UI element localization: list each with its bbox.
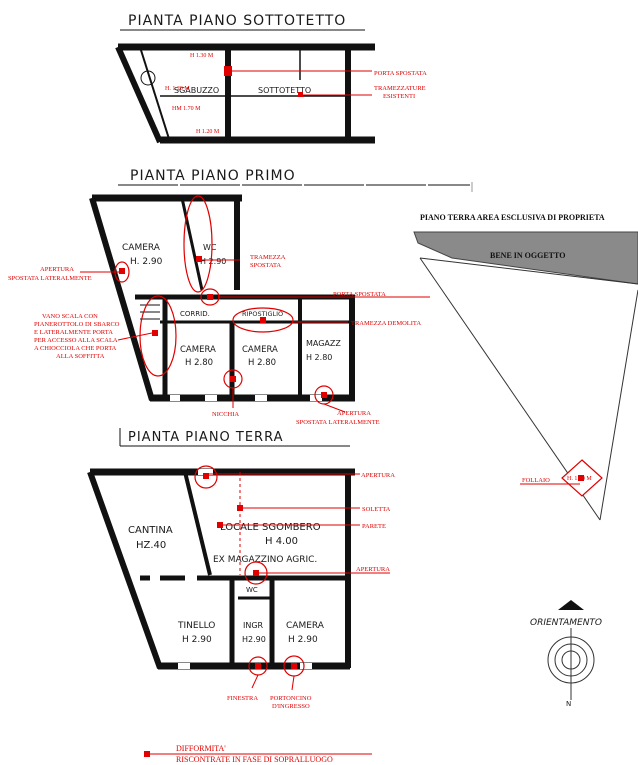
compass: ORIENTAMENTO N <box>530 600 602 708</box>
title-sottotetto: PIANTA PIANO SOTTOTETTO <box>128 13 346 29</box>
room-tinello: TINELLO <box>177 621 215 631</box>
porta-marker <box>224 66 232 76</box>
legend-line2: RISCONTRATE IN FASE DI SOPRALLUOGO <box>176 755 333 764</box>
room-camera2: CAMERA <box>180 345 216 355</box>
tramezza-demolita-label: TRAMEZZA DEMOLITA <box>351 320 421 327</box>
room-camera1-h: H. 2.90 <box>130 257 163 267</box>
legend-line1: DIFFORMITA' <box>176 744 226 753</box>
orientamento-label: ORIENTAMENTO <box>530 618 602 628</box>
bene-oggetto-label: BENE IN OGGETTO <box>490 251 565 260</box>
tramezza-label: TRAMEZZA <box>250 254 286 261</box>
primo-walls <box>89 194 355 402</box>
room-wc-h: H 2.90 <box>200 257 226 266</box>
title-primo: PIANTA PIANO PRIMO <box>130 168 296 184</box>
room-wc-terra: WC <box>246 586 258 594</box>
room-locale: LOCALE SGOMBERO <box>220 522 321 533</box>
h100-label: H. 1.00 M <box>567 476 592 482</box>
room-magazz: MAGAZZ <box>306 339 341 348</box>
apertura-l1: APERTURA <box>40 266 74 273</box>
porta-spostata-primo: PORTA SPOSTATA <box>333 291 386 298</box>
room-camera3-h: H 2.80 <box>248 358 276 368</box>
terra-red-markers <box>203 473 297 669</box>
vano-l3: E LATERALMENTE PORTA <box>34 329 113 336</box>
vano-l5: A CHIOCCIOLA CHE PORTA <box>34 345 117 352</box>
room-camera1: CAMERA <box>122 243 161 253</box>
soletta-label: SOLETTA <box>362 506 391 513</box>
finestra-label: FINESTRA <box>227 695 258 702</box>
plan-primo: PIANTA PIANO PRIMO CAMERA H. 2.90 WC H 2… <box>8 168 470 426</box>
room-ingr: INGR <box>243 621 264 630</box>
north-letter: N <box>566 700 571 708</box>
room-sottotetto: SOTTOTETTO <box>258 86 311 95</box>
room-cantina: CANTINA <box>128 525 173 536</box>
apertura-mid-terra: APERTURA <box>356 566 390 573</box>
plan-terra: PIANTA PIANO TERRA CANTINA HZ.40 LOCALE … <box>87 428 395 710</box>
vano-l2: PIANEROTTOLO DI SBARCO <box>34 321 120 328</box>
title-terra: PIANTA PIANO TERRA <box>128 430 284 445</box>
room-corridoio: CORRID. <box>180 310 210 318</box>
room-ingr-h: H2.90 <box>242 635 266 644</box>
h130-label: H 1.30 M <box>190 53 214 59</box>
north-arrow-icon <box>558 600 584 610</box>
compass-rose-icon <box>547 628 595 700</box>
tramezz-marker <box>298 92 303 97</box>
room-camera3: CAMERA <box>242 345 278 355</box>
h120-left-label: H. 1.20 M <box>165 86 190 92</box>
room-tinello-h: H 2.90 <box>182 635 212 645</box>
room-locale-h: H 4.00 <box>265 536 298 547</box>
legend: DIFFORMITA' RISCONTRATE IN FASE DI SOPRA… <box>144 744 372 764</box>
room-wc: WC <box>203 243 217 252</box>
vano-l1: VANO SCALA CON <box>42 313 98 320</box>
parete-label: PARETE <box>362 523 386 530</box>
nicchia-label: NICCHIA <box>212 411 239 418</box>
apertura-b1: APERTURA <box>337 410 371 417</box>
legend-marker <box>144 751 150 757</box>
area-edge-right <box>599 289 638 521</box>
apertura-l2: SPOSTATA LATERALMENTE <box>8 275 92 282</box>
tramezzature-label: TRAMEZZATURE <box>374 85 426 92</box>
porta-spostata-label: PORTA SPOSTATA <box>374 70 427 77</box>
portoncino-l1: PORTONCINO <box>270 695 312 702</box>
area-title: PIANO TERRA AREA ESCLUSIVA DI PROPRIETA <box>420 213 605 222</box>
room-ex-magazzino: EX MAGAZZINO AGRIC. <box>213 555 317 565</box>
room-cantina-h: HZ.40 <box>136 540 166 551</box>
plan-sottotetto: PIANTA PIANO SOTTOTETTO SGABUZZO SOTTOTE… <box>115 13 427 144</box>
area-esclusiva: PIANO TERRA AREA ESCLUSIVA DI PROPRIETA … <box>413 182 638 521</box>
primo-red-circles <box>114 195 334 405</box>
h120-bottom-label: H 1.20 M <box>196 129 220 135</box>
portoncino-l2: D'INGRESSO <box>272 703 310 710</box>
apertura-b2: SPOSTATA LATERALMENTE <box>296 419 380 426</box>
follaio-label: FOLLAIO <box>522 477 550 484</box>
room-ripostiglio: RIPOSTIGLIO <box>242 310 283 318</box>
apertura-top-terra: APERTURA <box>361 472 395 479</box>
spostata-label: SPOSTATA <box>250 262 281 269</box>
esistenti-label: ESISTENTI <box>383 93 415 100</box>
room-camera-terra: CAMERA <box>286 621 325 631</box>
room-sgabuzzino: SGABUZZO <box>174 86 219 95</box>
room-camera-terra-h: H 2.90 <box>288 635 318 645</box>
vano-l4: PER ACCESSO ALLA SCALA <box>34 337 118 344</box>
room-magazz-h: H 2.80 <box>306 353 332 362</box>
sottotetto-walls <box>115 43 375 144</box>
vano-l6: ALLA SOFFITTA <box>56 353 105 360</box>
room-camera2-h: H 2.80 <box>185 358 213 368</box>
roof-band <box>413 231 638 285</box>
hm170-label: HM 1.70 M <box>172 106 201 112</box>
primo-red-markers <box>119 256 327 398</box>
